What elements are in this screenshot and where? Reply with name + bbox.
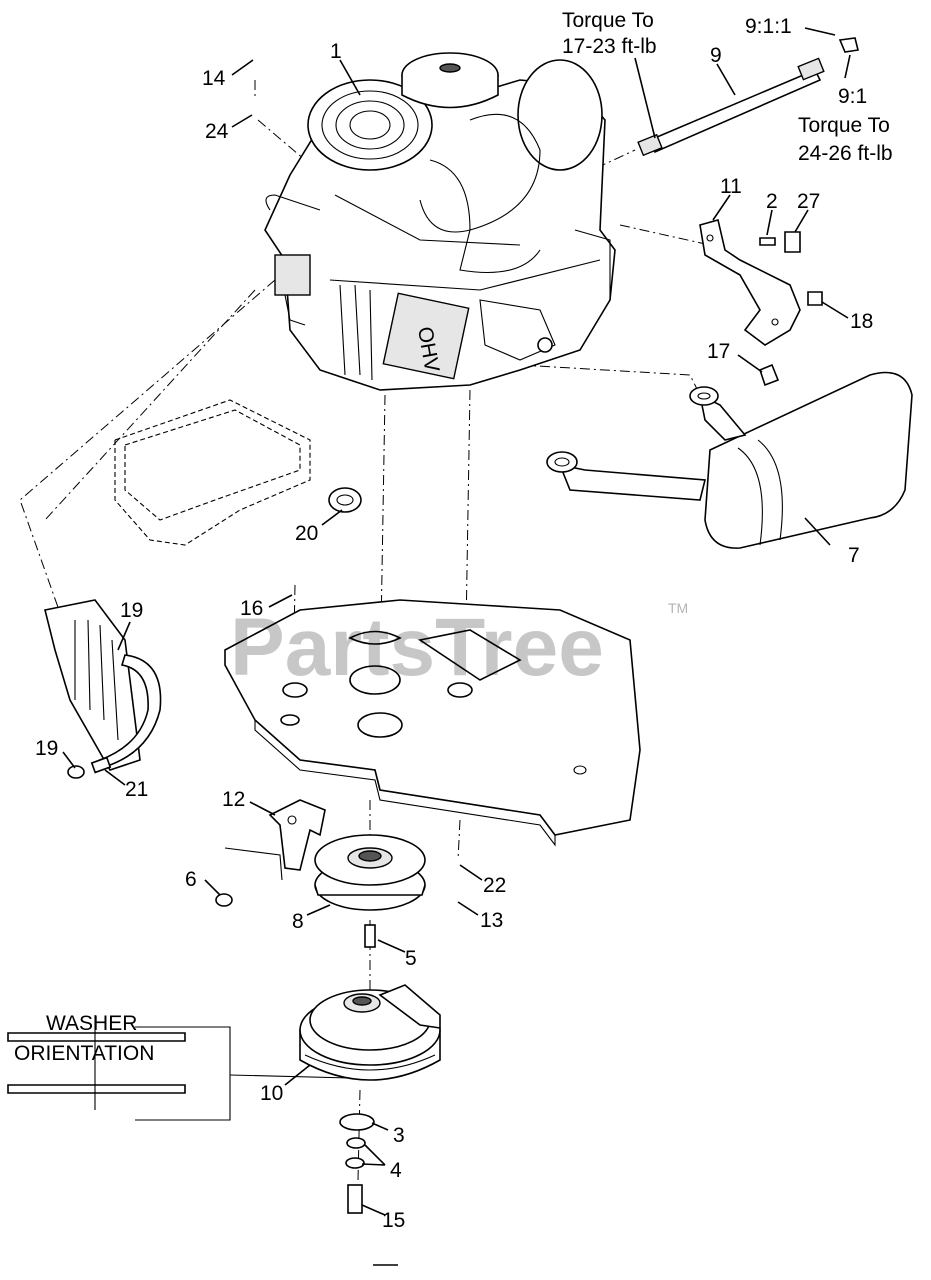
washer-orientation-inset xyxy=(7,1015,351,1121)
drive-pulley xyxy=(314,834,426,948)
callout-9: 9 xyxy=(710,44,722,67)
callout-11: 11 xyxy=(720,175,742,198)
callout-15: 15 xyxy=(382,1209,405,1232)
torque-note-right-line1: Torque To xyxy=(798,114,890,137)
callout-21: 21 xyxy=(125,778,148,801)
callout-19-guard: 19 xyxy=(120,599,143,622)
ratio-note-top: 9:1:1 xyxy=(745,15,792,38)
callout-4: 4 xyxy=(390,1159,402,1182)
washer-orientation-line2: ORIENTATION xyxy=(14,1042,154,1065)
callout-27: 27 xyxy=(797,190,820,213)
mounting-bracket xyxy=(699,219,823,387)
callout-5: 5 xyxy=(405,947,417,970)
watermark-text: PartsTree xyxy=(230,602,604,693)
hose-assembly xyxy=(637,37,859,157)
callout-3: 3 xyxy=(393,1124,405,1147)
callout-2: 2 xyxy=(766,190,778,213)
side-guard xyxy=(44,599,162,779)
engine-assembly: OHV xyxy=(264,52,616,391)
callout-20: 20 xyxy=(295,522,318,545)
clutch-bracket xyxy=(215,799,326,907)
callout-14: 14 xyxy=(202,67,226,90)
callout-24: 24 xyxy=(205,120,229,143)
torque-note-left-line2: 17-23 ft-lb xyxy=(562,35,657,58)
engine-deck-plate xyxy=(224,599,641,847)
callout-22: 22 xyxy=(483,874,506,897)
callout-1: 1 xyxy=(330,40,342,63)
callout-numbers: 1 2 3 4 5 6 7 8 9 10 11 12 13 14 15 16 1… xyxy=(35,40,873,1232)
watermark-trademark: TM xyxy=(668,600,688,616)
ratio-note-right: 9:1 xyxy=(838,85,867,108)
electric-clutch xyxy=(299,984,441,1214)
callout-7: 7 xyxy=(848,544,860,567)
callout-12: 12 xyxy=(222,788,245,811)
callout-6: 6 xyxy=(185,868,197,891)
washer-orientation-line1: WASHER xyxy=(46,1012,137,1035)
leader-lines xyxy=(62,27,851,1216)
callout-19-clamp: 19 xyxy=(35,737,58,760)
callout-17: 17 xyxy=(707,340,730,363)
callout-16: 16 xyxy=(240,597,263,620)
torque-note-right-line2: 24-26 ft-lb xyxy=(798,142,893,165)
engine-shield xyxy=(114,399,362,546)
torque-notes: Torque To 17-23 ft-lb 9:1:1 9:1 Torque T… xyxy=(14,9,893,1065)
callout-10: 10 xyxy=(260,1082,283,1105)
torque-note-left-line1: Torque To xyxy=(562,9,654,32)
callout-13: 13 xyxy=(480,909,503,932)
callout-8: 8 xyxy=(292,910,304,933)
callout-18: 18 xyxy=(850,310,873,333)
muffler xyxy=(546,371,913,549)
